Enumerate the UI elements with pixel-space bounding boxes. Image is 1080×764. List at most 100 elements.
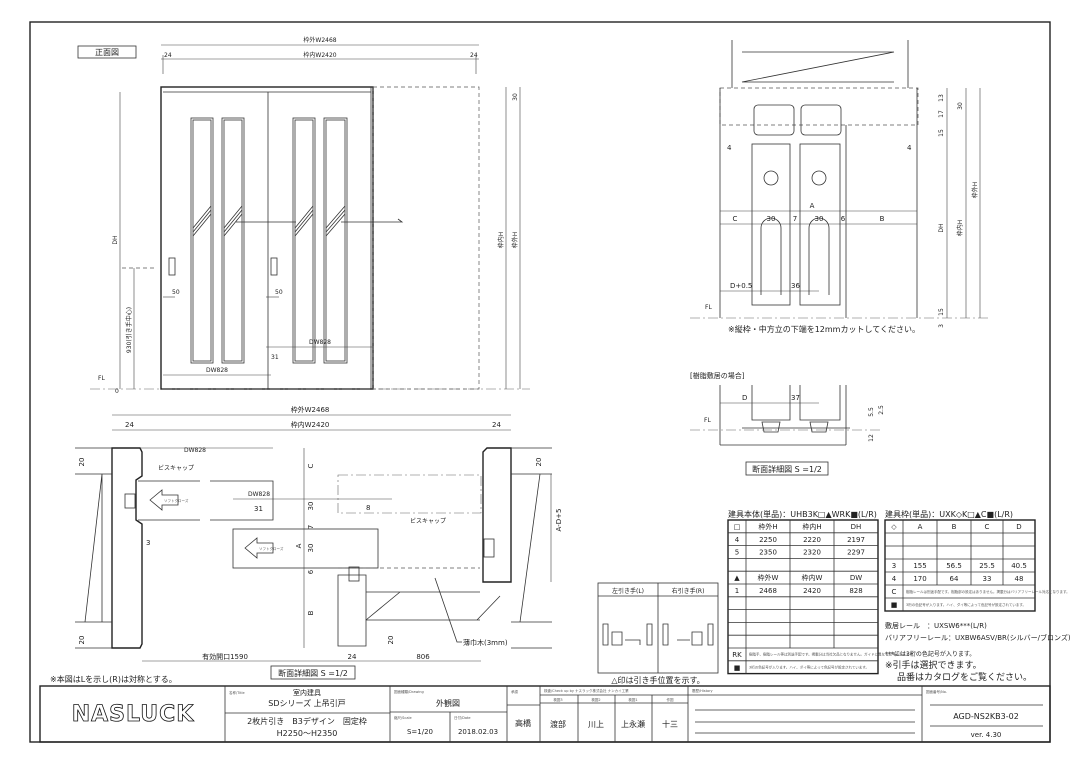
dim-31: 31: [271, 354, 279, 361]
soft-close-label: ソフトクローズ: [164, 498, 189, 503]
drawing-label: 図面種類/Drawing: [394, 689, 424, 694]
approver-label: 承認: [511, 689, 519, 694]
color-note: ***には3桁の色記号が入ります。: [885, 650, 975, 658]
table-cell: ◇: [891, 523, 897, 531]
history-label: 履歴/History: [692, 688, 713, 693]
front-view: 正面図 枠外W2468 枠内W2420 24 24 50 50: [77, 36, 530, 395]
table-cell: 2350: [759, 549, 777, 557]
title-range: H2250～H2350: [277, 729, 338, 738]
front-zero: 0: [115, 388, 119, 395]
screw-cap-right: ビスキャップ: [410, 517, 446, 525]
dim-3: 3: [146, 539, 150, 547]
table-cell: 170: [913, 575, 926, 583]
front-inner-width: 枠内W2420: [303, 51, 336, 59]
detail-dh: DH: [938, 223, 945, 232]
table-cell: 2468: [759, 587, 777, 595]
table-cell: 33: [983, 575, 992, 583]
dim-20: 20: [387, 636, 395, 645]
dim-37: 37: [791, 394, 800, 402]
dim-15: 15: [938, 129, 945, 137]
table-cell: 25.5: [979, 562, 995, 570]
soft-close-label: ソフトクローズ: [259, 546, 284, 551]
section-24-right: 24: [492, 421, 501, 429]
table-cell: 2297: [847, 549, 865, 557]
number-label: 図面番号/No.: [926, 689, 947, 694]
front-view-label-box: [77, 45, 137, 59]
table-cell: DH: [851, 523, 862, 531]
opening-arrow: [236, 218, 404, 223]
section-view: 枠外W2468 枠内W2420 24 24 20 20 DW828 ビスキャップ…: [50, 405, 563, 684]
table-cell: 2420: [803, 587, 821, 595]
title-spec: 2枚片引き B3デザイン 固定枠: [247, 716, 367, 726]
dim-4: 4: [907, 144, 912, 152]
scale-label: 縮尺/Scale: [394, 715, 412, 720]
table-cell: 枠外H: [758, 522, 777, 531]
checker-role: 検図2: [591, 697, 600, 702]
roller-screw-icon: [763, 170, 779, 186]
resin-sill-detail: [樹脂敷居の場合] D 37 FL 5.5 2.5 12 断面詳細図 S =1/…: [690, 371, 885, 476]
section-24-left: 24: [125, 421, 134, 429]
front-inner-h: 枠内H: [497, 232, 505, 249]
table-cell: 56.5: [946, 562, 962, 570]
table-cell: 40.5: [1011, 562, 1027, 570]
dim-30: 30: [815, 215, 824, 223]
section-dw-top: DW828: [184, 447, 206, 454]
dim-6: 6: [841, 215, 846, 223]
screw-cap-icon: [124, 493, 136, 509]
dim-13: 13: [938, 94, 945, 102]
check-label: 検査/Check up by ナスラック株式会社 ナンカイ工業: [544, 688, 629, 693]
table-cell: ▲: [734, 574, 740, 582]
checker-name: 川上: [588, 720, 604, 729]
dim-12: 12: [868, 434, 875, 442]
dim-20: 20: [78, 636, 86, 645]
table-cell: 4: [735, 536, 740, 544]
table-cell: □: [734, 523, 741, 531]
frame-table-title: 建具枠(単品)：UXK◇K□▲C■(L/R): [885, 509, 1013, 519]
title-series: SDシリーズ 上吊引戸: [268, 698, 345, 708]
front-dim-30: 30: [512, 93, 519, 101]
detail-outer-h: 枠外H: [971, 182, 979, 199]
handle-direction-table: 左引き手(L) 右引き手(R) △印は引き手位置を示す。: [597, 582, 719, 685]
glass-slits: [190, 117, 348, 364]
front-side-24-left: 24: [164, 52, 172, 59]
door-table-title: 建具本体(単品)：UHB3K□▲WRK■(L/R): [728, 509, 877, 519]
front-dw-left: DW828: [206, 367, 228, 374]
date-label: 日付/Date: [454, 715, 471, 720]
dim-20: 20: [78, 458, 86, 467]
sill-label: 薄巾木(3mm): [463, 638, 508, 647]
symmetry-note: ※本図はLを示し(R)は対称とする。: [50, 674, 177, 684]
dim-7: 7: [793, 215, 797, 223]
table-cell: C: [985, 523, 990, 531]
dim-15: 15: [938, 308, 945, 316]
dim-d: D: [742, 394, 747, 402]
table-cell: 3: [892, 562, 896, 570]
resin-caption: 断面詳細図 S =1/2: [752, 464, 822, 474]
cut-note: ※縦枠・中方立の下端を12mmカットしてください。: [728, 324, 920, 334]
dim-c: C: [733, 215, 738, 223]
table-cell: A: [918, 523, 923, 531]
section-outer-width: 枠外W2468: [291, 405, 330, 414]
dim-d-plus: D+0.5: [730, 282, 752, 290]
title-category: 室内建具: [293, 688, 321, 697]
table-border: [884, 519, 1036, 612]
front-view-label: 正面図: [95, 48, 119, 57]
handle-note: △印は引き手位置を示す。: [611, 675, 704, 685]
front-dw-right: DW828: [309, 339, 331, 346]
front-fl: FL: [98, 375, 105, 382]
table-cell: 2250: [759, 536, 777, 544]
approver-name: 高橋: [515, 718, 531, 728]
title-label: 名称/Title: [229, 690, 245, 695]
dim-30: 30: [767, 215, 776, 223]
table-key: C: [892, 588, 897, 596]
table-note: 樹脂レールは別途手配です。樹脂部の設定はありません。掲載分はバリアフリーレール対…: [906, 589, 1070, 594]
handle-select-note: ※引手は選択できます。: [885, 659, 982, 671]
dim-4: 4: [727, 144, 732, 152]
dim-30: 30: [957, 102, 964, 110]
section-dw-mid: DW828: [248, 491, 270, 498]
front-dh: DH: [112, 235, 119, 244]
dim-a-d5: A-D+5: [555, 509, 563, 532]
dim-806: 806: [416, 653, 430, 661]
drawing-type: 外観図: [436, 698, 460, 708]
dim-3: 3: [938, 324, 945, 328]
dim-2-5: 2.5: [878, 405, 885, 415]
